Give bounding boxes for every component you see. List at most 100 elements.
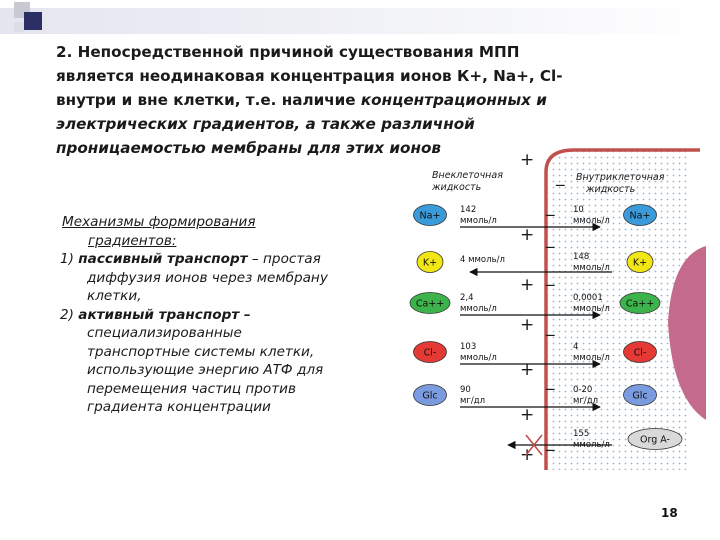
ca-inside-concentration: 0,0001 (573, 293, 603, 303)
active-transport-line-1: 2) активный транспорт – (60, 306, 390, 325)
outside-label-line-1: Внеклеточная (432, 170, 503, 181)
ca-inside-concentration: ммоль/л (573, 304, 610, 314)
header-decoration-bar (0, 8, 720, 34)
na-outside-label: Na+ (420, 211, 441, 222)
nucleus-shape (668, 246, 706, 420)
cl-inside-bubble (623, 341, 657, 363)
plus-sign: + (520, 275, 534, 295)
blocked-cross-icon (525, 434, 543, 456)
active-transport-line-6: градиента концентрации (87, 399, 271, 415)
minus-sign: _ (545, 317, 555, 337)
ca-outside-bubble (409, 292, 451, 314)
item2-number: 2) (60, 306, 79, 323)
minus-sign: _ (545, 432, 555, 452)
inside-fluid-label: Внутриклеточная жидкость (576, 172, 665, 195)
outside-label-line-2: жидкость (431, 182, 481, 193)
mechanisms-title-line-2: градиентов: (88, 232, 177, 249)
item1-number: 1) (60, 251, 79, 267)
k-inside-concentration: 148 (573, 252, 589, 262)
na-outside-bubble (413, 204, 447, 226)
ca-inside-bubble (619, 292, 661, 314)
plus-sign: + (520, 315, 534, 335)
cl-outside-concentration: ммоль/л (460, 353, 497, 363)
plus-sign: + (520, 150, 534, 170)
page-number: 18 (661, 506, 678, 520)
cl-outside-concentration: 103 (460, 342, 476, 352)
ca-outside-concentration: 2,4 (460, 293, 474, 303)
minus-sign: _ (545, 267, 555, 287)
minus-sign: _ (545, 229, 555, 249)
mechanisms-text: Механизмы формирования градиентов: 1) па… (60, 213, 390, 417)
cl-outside-label: Cl- (424, 348, 437, 359)
glc-outside-concentration: 90 (460, 385, 471, 395)
cl-inside-concentration: 4 (573, 342, 578, 352)
glc-inside-concentration: 0-20 (573, 385, 592, 395)
active-transport-line-4: использующие энергию АТФ для (87, 362, 324, 378)
outside-fluid-label: Внеклеточная жидкость (431, 170, 503, 193)
slide-heading: 2. Непосредственной причиной существован… (56, 40, 676, 160)
glc-inside-concentration: мг/дл (573, 396, 598, 406)
heading-line-5: проницаемостью мембраны для этих ионов (56, 139, 441, 157)
membrane-charges: +++++++_______ (520, 150, 565, 465)
k-outside-label: K+ (423, 258, 437, 269)
decor-square-light (14, 22, 24, 32)
inside-label-line-1: Внутриклеточная (576, 172, 665, 183)
item1-rest: – простая (247, 251, 321, 267)
minus-sign: _ (545, 197, 555, 217)
cell-membrane (544, 148, 700, 470)
passive-transport-line-1: 1) пассивный транспорт – простая (60, 250, 390, 269)
heading-line-1: 2. Непосредственной причиной существован… (56, 43, 520, 61)
plus-sign: + (520, 360, 534, 380)
na-inside-label: Na+ (630, 211, 651, 222)
passive-transport-line-2: диффузия ионов через мембрану (87, 269, 328, 286)
plus-sign: + (520, 405, 534, 425)
heading-line-3-normal: внутри и вне клетки, т.е. наличие (56, 91, 361, 109)
heading-line-3-italic: концентрационных и (360, 91, 547, 109)
na-inside-bubble (623, 204, 657, 226)
active-transport-line-5: перемещения частиц против (87, 380, 297, 397)
na-inside-concentration: 10 (573, 205, 584, 215)
orga-inside-bubble (627, 428, 683, 450)
decor-square-navy (24, 12, 42, 30)
k-inside-label: K+ (633, 258, 647, 269)
orga-inside-label: Org A- (640, 435, 670, 446)
inside-label-line-2: жидкость (585, 184, 635, 195)
glc-outside-concentration: мг/дл (460, 396, 485, 406)
glc-inside-label: Glc (632, 391, 647, 402)
cytoplasm-area (548, 150, 690, 470)
ca-outside-concentration: ммоль/л (460, 304, 497, 314)
item1-bold: пассивный транспорт (78, 251, 248, 267)
mechanisms-title: Механизмы формирования градиентов: (60, 213, 390, 250)
glc-inside-bubble (623, 384, 657, 406)
minus-sign: _ (555, 167, 565, 187)
glc-outside-bubble (413, 384, 447, 406)
passive-transport-line-3: клетки, (87, 288, 142, 304)
k-inside-bubble (626, 251, 654, 273)
active-transport-line-3: транспортные системы клетки, (87, 343, 315, 360)
na-outside-concentration: 142 (460, 205, 476, 215)
k-outside-concentration: 4 ммоль/л (460, 255, 505, 265)
ca-inside-label: Ca++ (626, 299, 654, 310)
ca-outside-label: Ca++ (416, 299, 444, 310)
cl-inside-concentration: ммоль/л (573, 353, 610, 363)
cl-inside-label: Cl- (634, 348, 647, 359)
heading-line-3: внутри и вне клетки, т.е. наличие концен… (56, 88, 676, 112)
na-outside-concentration: ммоль/л (460, 216, 497, 226)
heading-line-4: электрических градиентов, а также различ… (56, 115, 475, 133)
orga-inside-concentration: 155 (573, 429, 589, 439)
na-inside-concentration: ммоль/л (573, 216, 610, 226)
plus-sign: + (520, 225, 534, 245)
k-outside-bubble (416, 251, 444, 273)
heading-line-2: является неодинаковая концентрация ионов… (56, 67, 563, 85)
minus-sign: _ (545, 371, 555, 391)
active-transport-line-2: специализированные (87, 325, 242, 341)
item2-bold: активный транспорт – (78, 306, 251, 323)
